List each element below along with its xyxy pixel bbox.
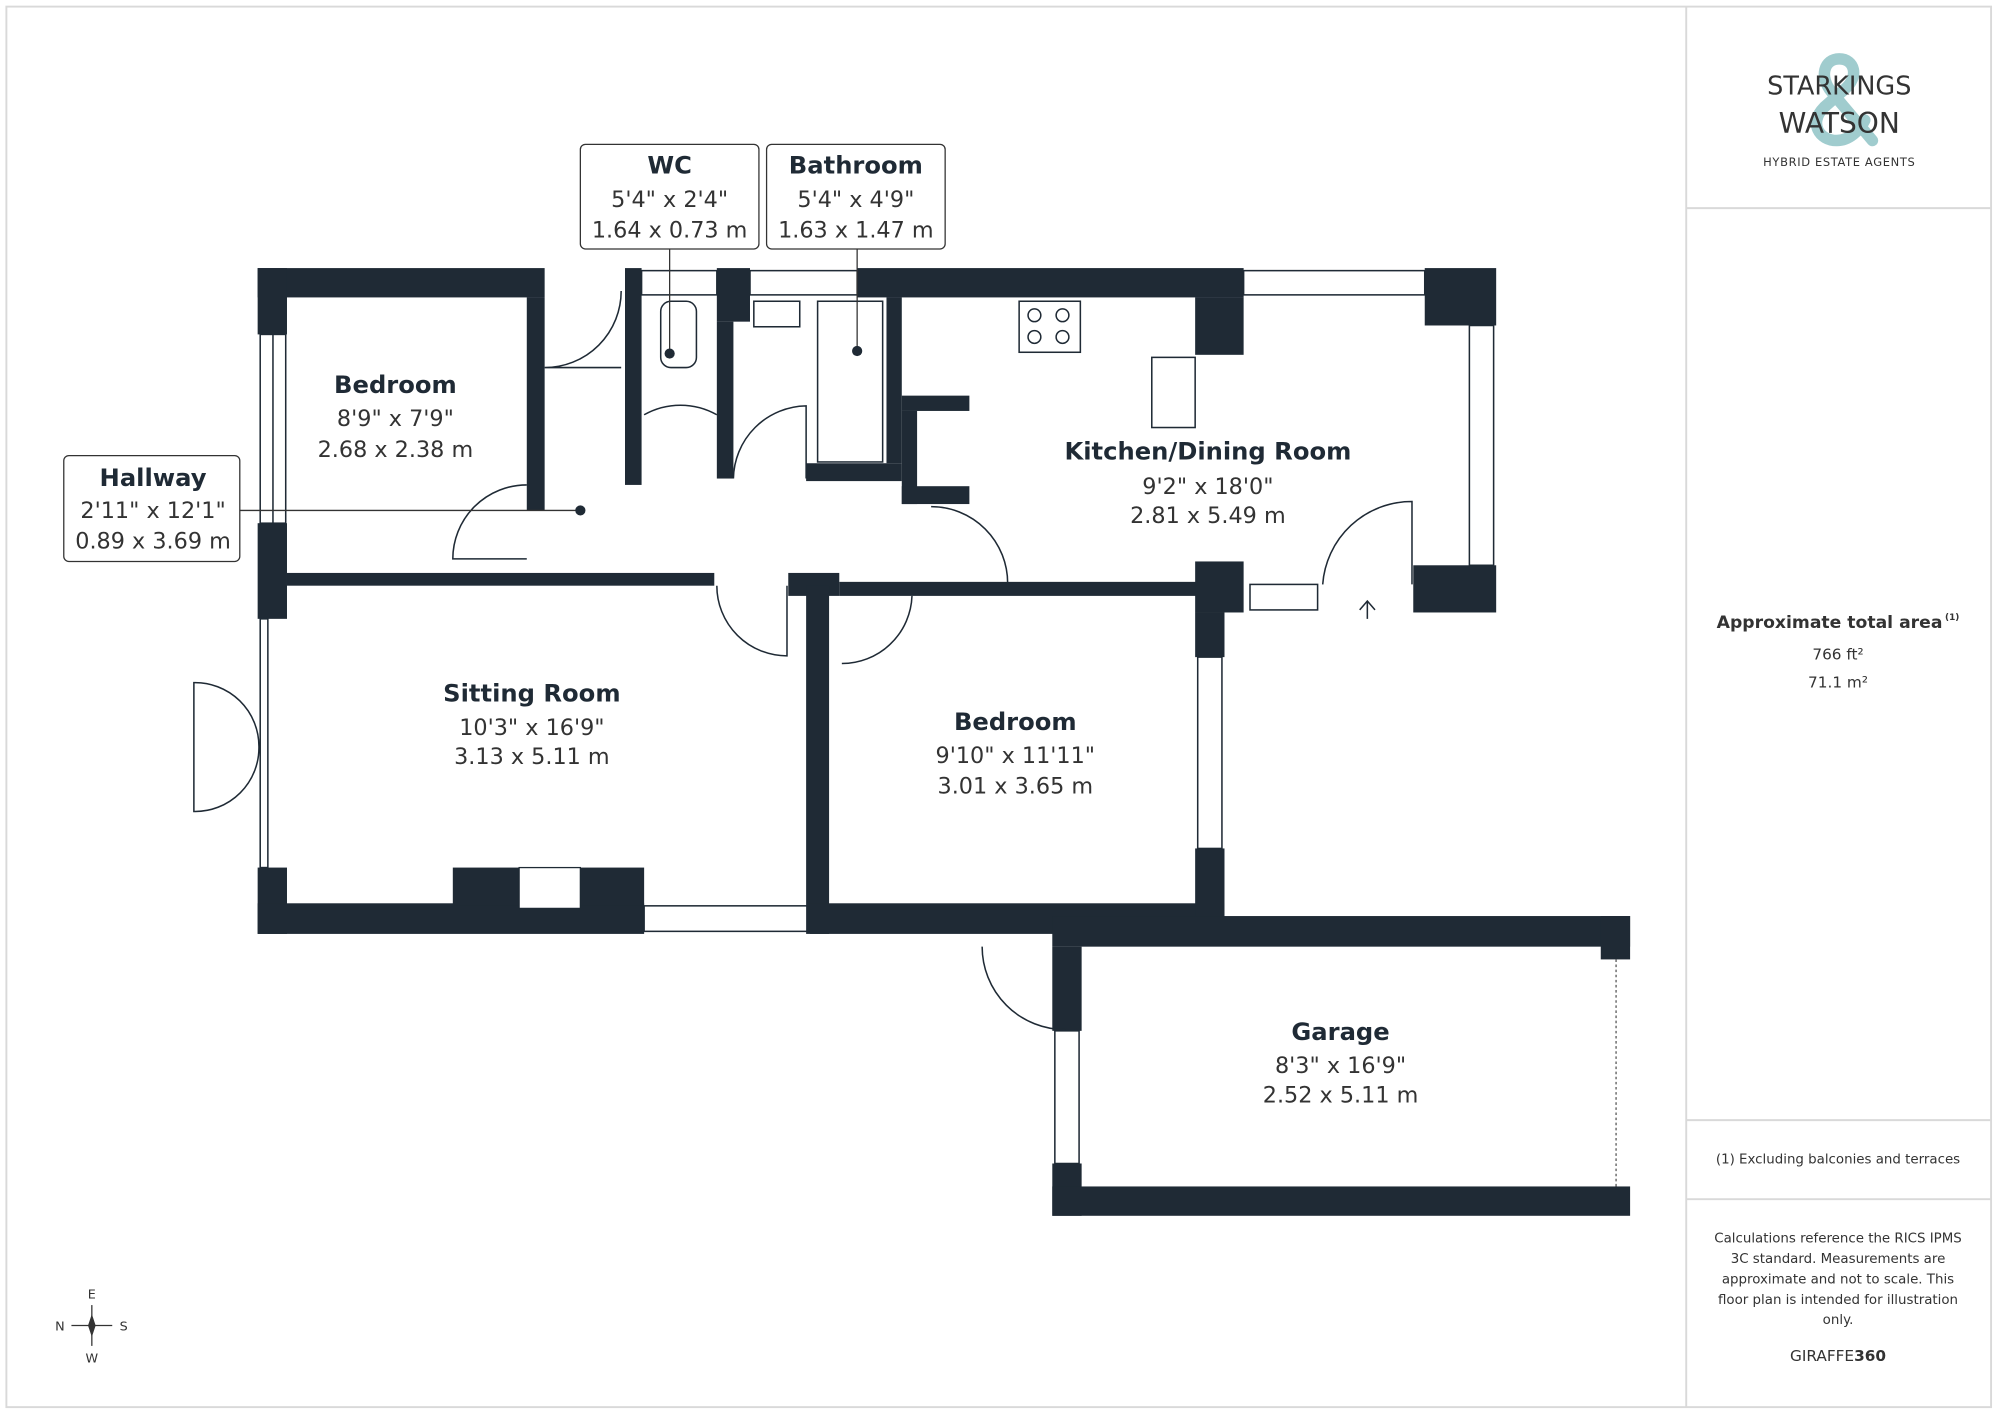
- svg-text:5'4" x 4'9": 5'4" x 4'9": [797, 187, 914, 213]
- footnote: (1) Excluding balconies and terraces: [1716, 1152, 1960, 1167]
- room-label-kitchen-dining: Kitchen/Dining Room 9'2" x 18'0" 2.81 x …: [1064, 437, 1351, 529]
- room-label-bedroom-1: Bedroom 8'9" x 7'9" 2.68 x 2.38 m: [318, 371, 474, 463]
- svg-text:Kitchen/Dining Room: Kitchen/Dining Room: [1064, 437, 1351, 465]
- svg-text:Bathroom: Bathroom: [789, 152, 923, 180]
- svg-text:Bedroom: Bedroom: [954, 708, 1077, 736]
- svg-text:10'3" x 16'9": 10'3" x 16'9": [459, 715, 604, 741]
- svg-text:Sitting Room: Sitting Room: [443, 680, 620, 708]
- area-metric: 71.1 m²: [1808, 674, 1868, 692]
- svg-text:8'9" x 7'9": 8'9" x 7'9": [337, 406, 454, 432]
- svg-text:3.13 x 5.11 m: 3.13 x 5.11 m: [454, 744, 610, 770]
- logo-text-line2: WATSON: [1779, 107, 1900, 140]
- svg-text:Garage: Garage: [1291, 1018, 1389, 1046]
- svg-text:9'10" x 11'11": 9'10" x 11'11": [936, 743, 1096, 769]
- room-label-bathroom: Bathroom 5'4" x 4'9" 1.63 x 1.47 m: [765, 143, 946, 357]
- svg-text:1.63 x 1.47 m: 1.63 x 1.47 m: [778, 217, 934, 243]
- logo-text-line1: STARKINGS: [1767, 72, 1911, 102]
- svg-text:WC: WC: [647, 152, 692, 180]
- disclaimer-line: Calculations reference the RICS IPMS: [1714, 1232, 1962, 1247]
- svg-text:S: S: [120, 1320, 128, 1335]
- disclaimer-line: 3C standard. Measurements are: [1731, 1252, 1946, 1267]
- svg-text:Hallway: Hallway: [100, 464, 207, 492]
- svg-text:E: E: [88, 1288, 96, 1303]
- walls: [193, 268, 1631, 1216]
- compass-icon: E N S W: [55, 1288, 128, 1367]
- svg-text:2.68 x 2.38 m: 2.68 x 2.38 m: [318, 437, 474, 463]
- disclaimer: Calculations reference the RICS IPMS 3C …: [1714, 1232, 1962, 1329]
- disclaimer-line: approximate and not to scale. This: [1722, 1272, 1954, 1287]
- room-label-wc: WC 5'4" x 2'4" 1.64 x 0.73 m: [579, 143, 760, 359]
- svg-text:N: N: [55, 1320, 65, 1335]
- area-title: Approximate total area(1): [1717, 613, 1960, 633]
- credit: GIRAFFE360: [1790, 1347, 1886, 1365]
- page-frame: [5, 5, 1993, 1409]
- svg-text:3.01 x 3.65 m: 3.01 x 3.65 m: [938, 774, 1094, 800]
- brand-logo: STARKINGS WATSON HYBRID ESTATE AGENTS: [1763, 53, 1915, 169]
- logo-tagline: HYBRID ESTATE AGENTS: [1763, 155, 1915, 169]
- svg-text:Bedroom: Bedroom: [334, 371, 457, 399]
- svg-text:0.89 x 3.69 m: 0.89 x 3.69 m: [75, 529, 231, 555]
- disclaimer-line: only.: [1823, 1313, 1854, 1328]
- room-label-garage: Garage 8'3" x 16'9" 2.52 x 5.11 m: [1263, 1018, 1419, 1108]
- area-footnote-mark: (1): [1945, 613, 1959, 623]
- room-label-hallway: Hallway 2'11" x 12'1" 0.89 x 3.69 m: [63, 454, 586, 563]
- area-imperial: 766 ft²: [1812, 646, 1863, 664]
- svg-text:2.81 x 5.49 m: 2.81 x 5.49 m: [1130, 503, 1286, 529]
- svg-text:2'11" x 12'1": 2'11" x 12'1": [80, 498, 225, 524]
- svg-text:8'3" x 16'9": 8'3" x 16'9": [1275, 1053, 1406, 1079]
- room-label-sitting-room: Sitting Room 10'3" x 16'9" 3.13 x 5.11 m: [443, 680, 620, 770]
- ampersand-mark: [1810, 53, 1879, 147]
- svg-text:1.64 x 0.73 m: 1.64 x 0.73 m: [592, 217, 748, 243]
- disclaimer-line: floor plan is intended for illustration: [1718, 1293, 1958, 1308]
- svg-text:W: W: [86, 1351, 99, 1366]
- svg-text:9'2" x 18'0": 9'2" x 18'0": [1142, 474, 1273, 500]
- svg-text:2.52 x 5.11 m: 2.52 x 5.11 m: [1263, 1082, 1419, 1108]
- room-label-bedroom-2: Bedroom 9'10" x 11'11" 3.01 x 3.65 m: [936, 708, 1096, 800]
- svg-text:5'4" x 2'4": 5'4" x 2'4": [611, 187, 728, 213]
